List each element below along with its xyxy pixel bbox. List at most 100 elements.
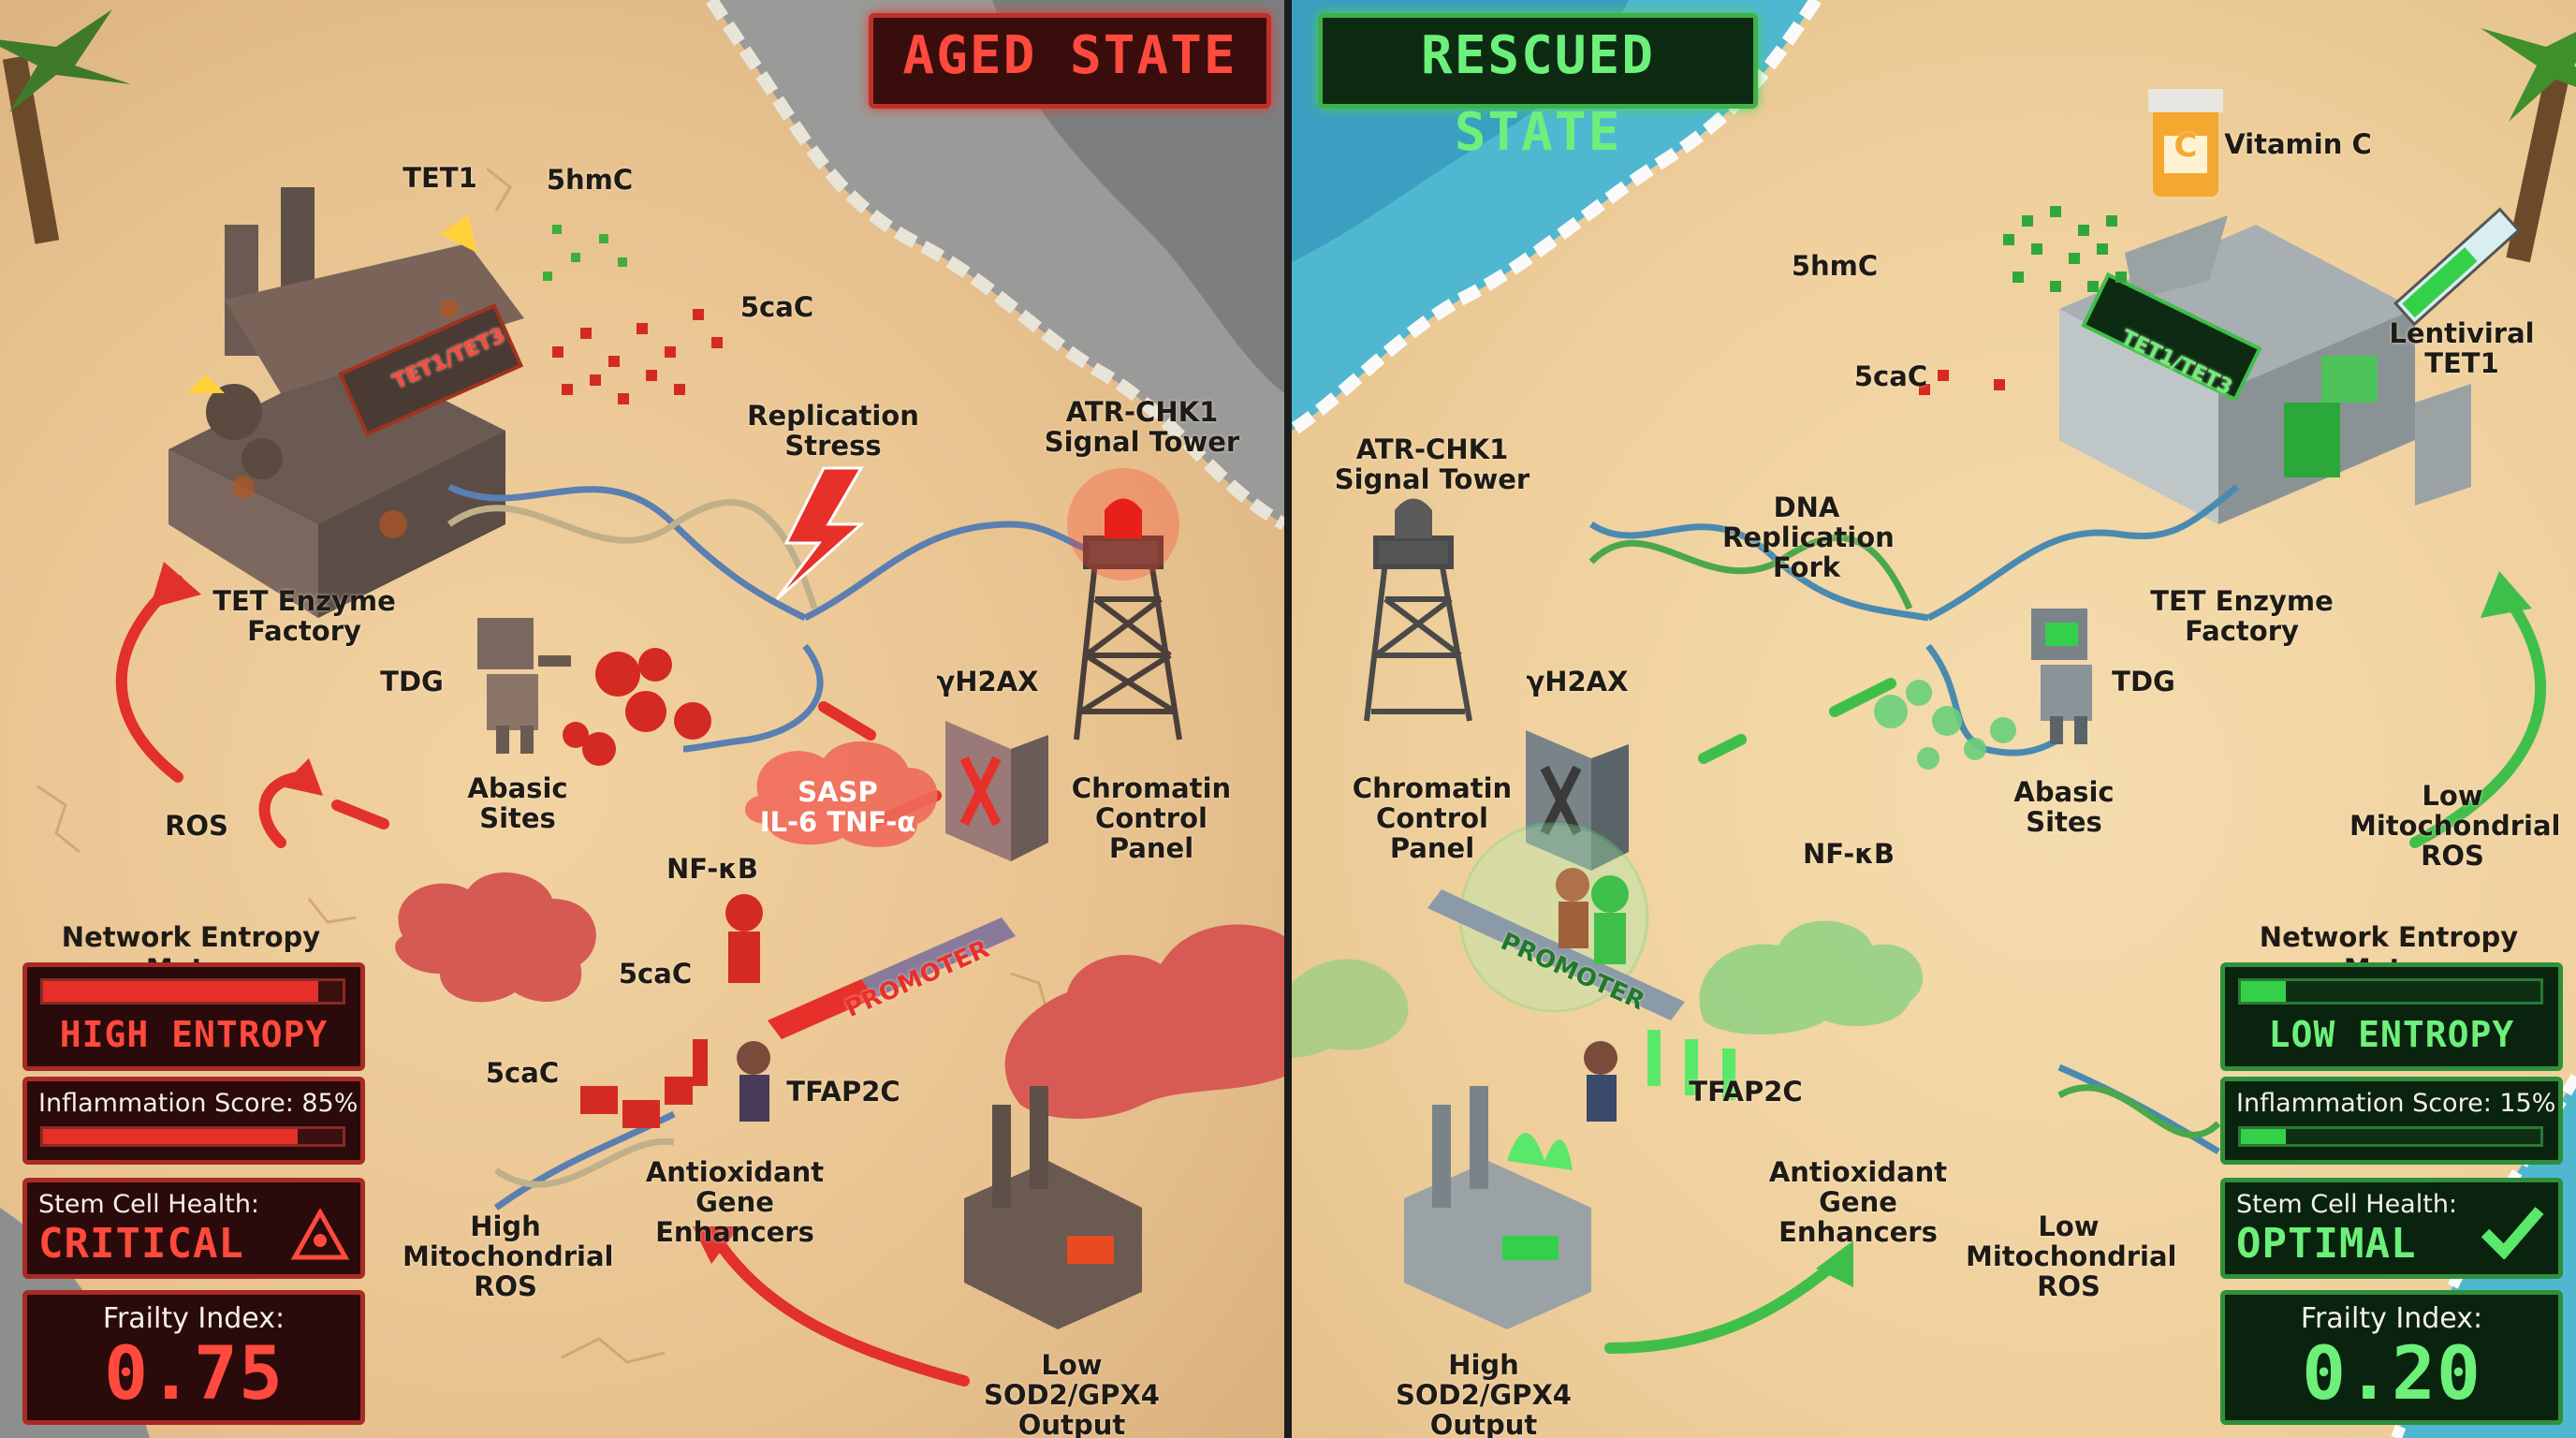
frailty-value: 0.20 <box>2302 1332 2481 1416</box>
entropy-fill <box>2241 981 2286 1002</box>
low-ros-label: Low Mitochondrial ROS <box>1966 1211 2177 1302</box>
inflammation-label: Inflammation Score: 85% <box>38 1089 359 1118</box>
h2ax-label: γH2AX <box>936 666 1039 697</box>
cac-low-label: 5caC <box>485 1057 560 1089</box>
syringe-icon <box>2393 207 2521 327</box>
nfkb-figure-icon <box>725 894 763 983</box>
tdg-robot-icon <box>477 618 571 754</box>
rescued-state-panel: RESCUED STATE C Vitamin C 5hmC 5caC Lent… <box>1292 0 2576 1438</box>
panel-divider <box>1284 0 1292 1438</box>
tet-factory-icon <box>168 187 524 618</box>
replication-label: Replication Stress <box>747 400 919 462</box>
sod-factory-icon <box>1404 1086 1591 1329</box>
inflammation-fill <box>43 1129 298 1144</box>
dna-strand <box>446 483 1097 1211</box>
inflammation-label: Inflammation Score: 15% <box>2236 1089 2556 1118</box>
entropy-value: HIGH ENTROPY <box>59 1014 329 1055</box>
tdg-label: TDG <box>2112 666 2175 697</box>
frailty-label: Frailty Index: <box>102 1302 285 1335</box>
aged-state-panel: AGED STATE TET1 5hmC 5caC TET1/TET3 TET … <box>0 0 1284 1438</box>
frailty-meter: Frailty Index: 0.20 <box>2220 1290 2563 1425</box>
tet-factory-icon <box>2059 215 2471 524</box>
promoter-bar <box>1427 889 1685 1020</box>
stem-cell-meter: Stem Cell Health: OPTIMAL <box>2220 1178 2563 1279</box>
abasic-label: Abasic Sites <box>467 772 568 834</box>
frailty-meter: Frailty Index: 0.75 <box>22 1290 365 1425</box>
rescued-title: RESCUED STATE <box>1318 13 1758 163</box>
frailty-label: Frailty Index: <box>2300 1302 2483 1335</box>
tfap2c-label: TFAP2C <box>786 1076 900 1108</box>
checkmark-icon <box>2481 1207 2544 1259</box>
antioxidant-label: Antioxidant Gene Enhancers <box>645 1156 825 1248</box>
entropy-track <box>2238 978 2543 1005</box>
vitamin-c-label: Vitamin C <box>2224 128 2372 160</box>
atr-tower-icon <box>1074 536 1182 741</box>
sasp-cloud <box>745 741 938 847</box>
low-ros-top-label: Low Mitochondrial ROS <box>2349 780 2561 872</box>
atr-tower-icon <box>1364 536 1472 722</box>
warning-icon <box>291 1209 349 1260</box>
chromatin-label: Chromatin Control Panel <box>1352 772 1513 864</box>
entropy-fill <box>43 981 319 1002</box>
ros-cloud <box>395 872 596 1003</box>
promoter-bar <box>768 917 1016 1039</box>
palm-tree-icon <box>2481 28 2576 263</box>
vitamin-c-jar-icon <box>2148 89 2223 197</box>
high-ros-label: High Mitochondrial ROS <box>402 1211 614 1302</box>
chromatin-panel-icon <box>1526 730 1629 871</box>
inflammation-fill <box>2241 1129 2286 1144</box>
palm-tree-icon <box>0 9 131 244</box>
inflammation-track <box>40 1126 345 1147</box>
cac-label: 5caC <box>1853 360 1928 392</box>
inflammation-track <box>2238 1126 2543 1147</box>
nfkb-figure-icon <box>1591 875 1629 964</box>
hmc-dots <box>543 225 627 281</box>
tdg-robot-icon <box>2031 609 2092 744</box>
tfap2c-figure-icon <box>737 1041 770 1122</box>
sod-output-label: High SOD2/GPX4 Output <box>1396 1349 1572 1438</box>
hmc-dots <box>2003 206 2127 292</box>
h2ax-label: γH2AX <box>1526 666 1629 697</box>
lentiviral-label: Lentiviral TET1 <box>2389 317 2535 379</box>
ros-label: ROS <box>165 810 228 842</box>
stem-cell-meter: Stem Cell Health: CRITICAL <box>22 1178 365 1279</box>
chromatin-label: Chromatin Control Panel <box>1071 772 1232 864</box>
aged-title: AGED STATE <box>869 13 1271 109</box>
tfap2c-figure-icon <box>1584 1041 1617 1122</box>
sod-output-label: Low SOD2/GPX4 Output <box>984 1349 1160 1438</box>
tfap2c-label: TFAP2C <box>1689 1076 1803 1108</box>
factory-label: TET Enzyme Factory <box>212 585 396 647</box>
entropy-track <box>40 978 345 1005</box>
inflammation-meter: Inflammation Score: 85% <box>22 1077 365 1165</box>
sod-factory-icon <box>964 1086 1142 1329</box>
entropy-value: LOW ENTROPY <box>2268 1014 2515 1055</box>
stem-value: CRITICAL <box>38 1220 244 1268</box>
tet1-label: TET1 <box>402 162 477 194</box>
cac-dots <box>552 309 723 404</box>
chromatin-panel-icon <box>945 721 1048 861</box>
hmc-label: 5hmC <box>1791 250 1879 282</box>
dna-fork-label: DNA Replication Fork <box>1722 492 1895 583</box>
abasic-blobs <box>563 648 711 766</box>
stem-label: Stem Cell Health: <box>2236 1190 2458 1219</box>
antioxidant-label: Antioxidant Gene Enhancers <box>1768 1156 1948 1248</box>
vitamin-c-cap: C <box>2174 127 2198 165</box>
sasp-label: SASP IL-6 TNF-α <box>759 776 916 838</box>
inflammation-meter: Inflammation Score: 15% <box>2220 1077 2563 1165</box>
cac-mid-label: 5caC <box>618 958 693 990</box>
tdg-label: TDG <box>380 666 444 697</box>
atr-label: ATR-CHK1 Signal Tower <box>1334 433 1530 495</box>
cac-top-label: 5caC <box>739 291 814 323</box>
abasic-label: Abasic Sites <box>2013 776 2115 838</box>
entropy-meter: HIGH ENTROPY <box>22 962 365 1071</box>
frailty-value: 0.75 <box>104 1332 284 1416</box>
stem-label: Stem Cell Health: <box>38 1190 260 1219</box>
nfkb-label: NF-κB <box>666 853 758 885</box>
stem-value: OPTIMAL <box>2236 1220 2417 1268</box>
factory-label: TET Enzyme Factory <box>2150 585 2334 647</box>
atr-label: ATR-CHK1 Signal Tower <box>1044 396 1240 458</box>
hmc-label: 5hmC <box>546 164 634 196</box>
entropy-meter: LOW ENTROPY <box>2220 962 2563 1071</box>
lightning-icon <box>775 466 865 601</box>
